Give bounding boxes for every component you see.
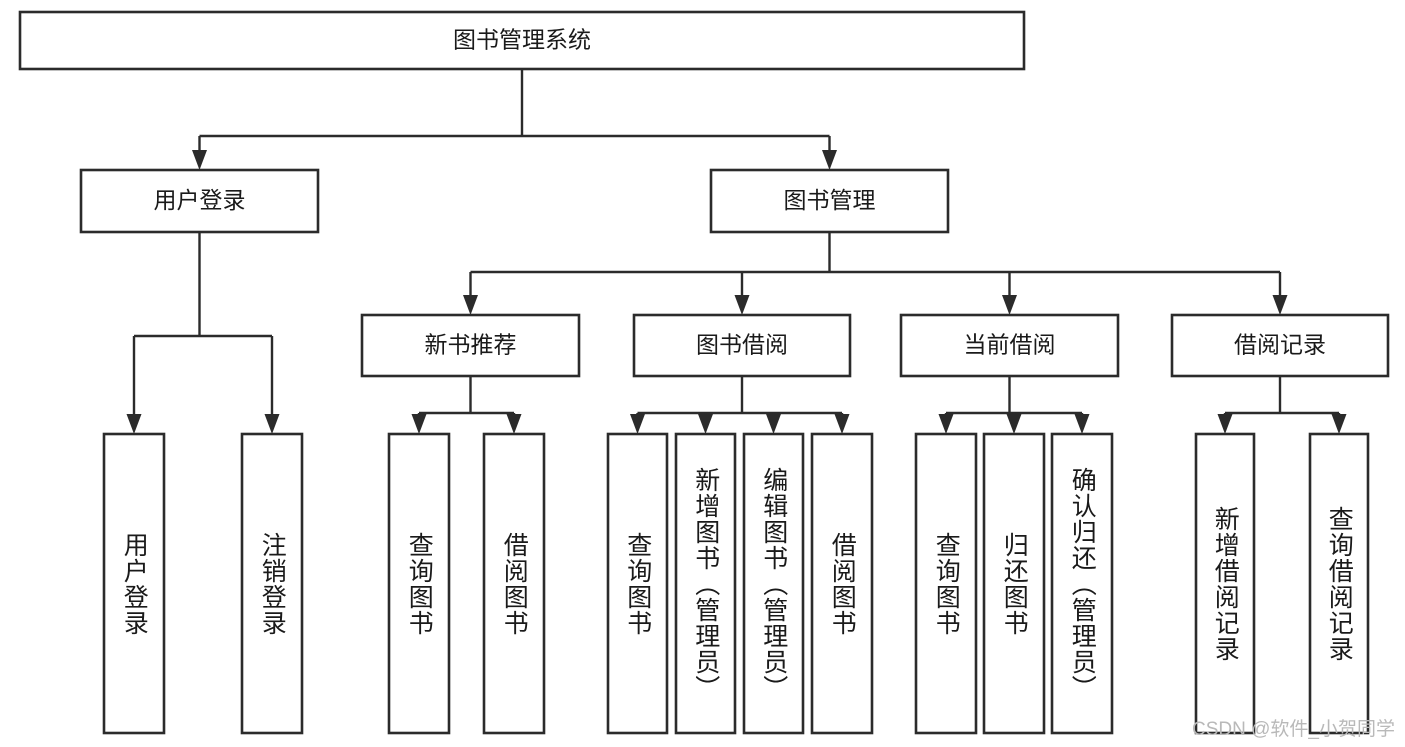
arrow-head-icon (1217, 414, 1233, 434)
node-leaf-add-record[interactable] (1194, 432, 1256, 735)
node-leaf-edit-book[interactable] (742, 432, 805, 735)
node-leaf-query-record[interactable] (1308, 432, 1370, 735)
node-leaf-add-book[interactable] (674, 432, 737, 735)
arrow-head-icon (1331, 414, 1347, 434)
node-root-label: 图书管理系统 (453, 27, 591, 53)
node-leaf-query-book-1[interactable] (387, 432, 451, 735)
node-leaf-borrow-book-1[interactable] (482, 432, 546, 735)
arrow-head-icon (1074, 414, 1090, 434)
arrow-head-icon (766, 414, 781, 434)
arrow-head-icon (734, 295, 750, 315)
arrow-head-icon (630, 414, 645, 434)
node-leaf-return-book[interactable] (982, 432, 1046, 735)
node-user-login[interactable] (79, 168, 320, 234)
node-leaf-user-login[interactable] (102, 432, 166, 735)
arrow-head-icon (1002, 295, 1017, 315)
node-book-borrow-label: 图书借阅 (696, 332, 788, 358)
node-user-login-label: 用户登录 (154, 187, 246, 213)
arrow-head-icon (192, 150, 207, 170)
node-new-book-rec-label: 新书推荐 (425, 332, 517, 358)
arrow-head-icon (938, 414, 954, 434)
node-leaf-borrow-book-2[interactable] (810, 432, 874, 735)
node-leaf-user-logout[interactable] (240, 432, 304, 735)
arrow-head-icon (1006, 414, 1022, 434)
arrow-head-icon (698, 414, 713, 434)
node-current-borrow[interactable] (899, 313, 1120, 378)
node-leaf-query-book-3[interactable] (914, 432, 978, 735)
connector-layer (126, 69, 1347, 434)
node-book-manage-label: 图书管理 (784, 187, 876, 213)
arrow-head-icon (411, 414, 427, 434)
node-book-borrow[interactable] (632, 313, 852, 378)
arrow-head-icon (126, 414, 142, 434)
arrow-head-icon (1272, 295, 1288, 315)
node-book-manage[interactable] (709, 168, 950, 234)
node-new-book-rec[interactable] (360, 313, 581, 378)
arrow-head-icon (264, 414, 280, 434)
node-leaf-query-book-2[interactable] (606, 432, 669, 735)
arrow-head-icon (822, 150, 837, 170)
node-borrow-record[interactable] (1170, 313, 1390, 378)
node-root[interactable] (18, 10, 1026, 71)
node-borrow-record-label: 借阅记录 (1234, 332, 1326, 358)
csdn-watermark: CSDN @软件_小贺同学 (1192, 719, 1395, 740)
arrow-head-icon (506, 414, 522, 434)
arrow-head-icon (463, 295, 478, 315)
node-leaf-confirm-return[interactable] (1050, 432, 1114, 735)
arrow-head-icon (834, 414, 850, 434)
node-current-borrow-label: 当前借阅 (964, 332, 1056, 358)
